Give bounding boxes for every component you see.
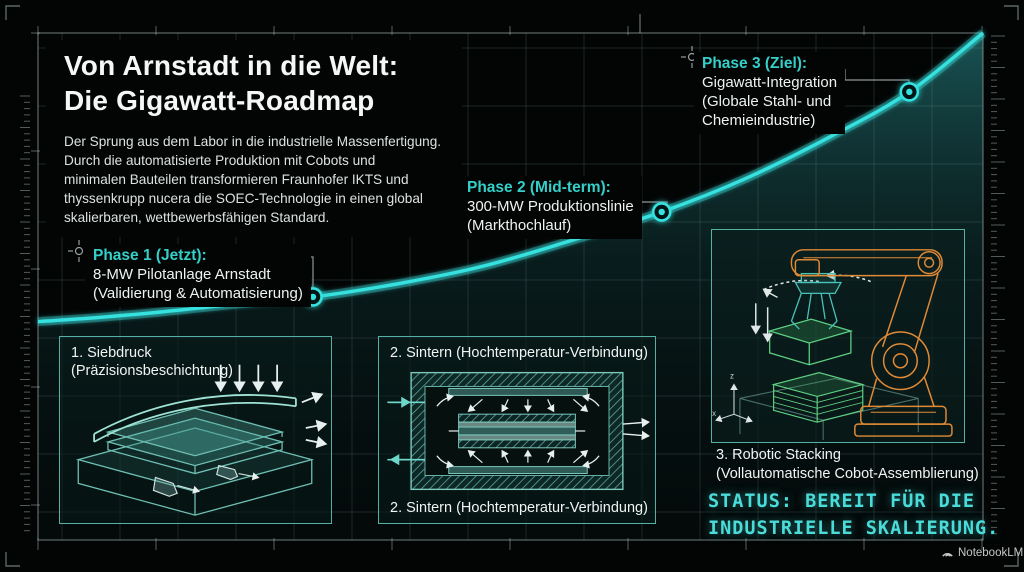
growth-curve [37,31,985,324]
axis-z-label: z [730,372,734,381]
phase-1-description: 8-MW Pilotanlage Arnstadt (Validierung &… [93,266,303,302]
phase-3-description: Gigawatt-Integration (Globale Stahl- und… [702,74,838,129]
panel-siebdruck: 1. Siebdruck (Präzisionsbeschichtung) [59,336,332,524]
phase-1-heading: Phase 1 (Jetzt): [93,247,207,264]
phase-2-label: Phase 2 (Mid-term): 300-MW Produktionsli… [459,176,642,239]
panel-robotic-stacking-caption: 3. Robotic Stacking (Vollautomatische Co… [716,447,979,482]
phase-3-heading: Phase 3 (Ziel): [702,55,808,72]
phase-3-label: Phase 3 (Ziel): Gigawatt-Integration (Gl… [694,52,846,134]
panel-robotic-stacking: z x [711,229,965,443]
sintering-furnace-diagram [387,371,650,491]
intro-paragraph: Der Sprung aus dem Labor in die industri… [64,134,442,225]
screen-printing-diagram [75,364,328,516]
panel-sintern-caption-bottom: 2. Sintern (Hochtemperatur-Verbindung) [390,500,648,516]
page-title: Von Arnstadt in die Welt: Die Gigawatt-R… [64,50,399,116]
phase-1-label: Phase 1 (Jetzt): 8-MW Pilotanlage Arnsta… [85,244,311,307]
watermark-label: NotebookLM [958,546,1024,559]
notebooklm-logo-icon [942,552,953,557]
phase-1-crosshair-icon [74,246,84,256]
phase-2-heading: Phase 2 (Mid-term): [467,179,611,196]
status-text: STATUS: BEREIT FÜR DIE INDUSTRIELLE SKAL… [708,491,1000,539]
axis-x-label: x [712,409,716,418]
panel-sintern-caption-top: 2. Sintern (Hochtemperatur-Verbindung) [390,345,648,361]
panel-sintern: 2. Sintern (Hochtemperatur-Verbindung) 2… [378,336,656,524]
panel-siebdruck-caption: 1. Siebdruck (Präzisionsbeschichtung) [71,345,233,379]
phase-3-connector [844,69,910,83]
watermark: NotebookLM [941,546,1023,559]
header-block: Von Arnstadt in die Welt: Die Gigawatt-R… [46,40,462,237]
robot-arm-diagram: z x [712,249,953,441]
phase-2-description: 300-MW Produktionslinie (Markthochlauf) [467,198,634,234]
